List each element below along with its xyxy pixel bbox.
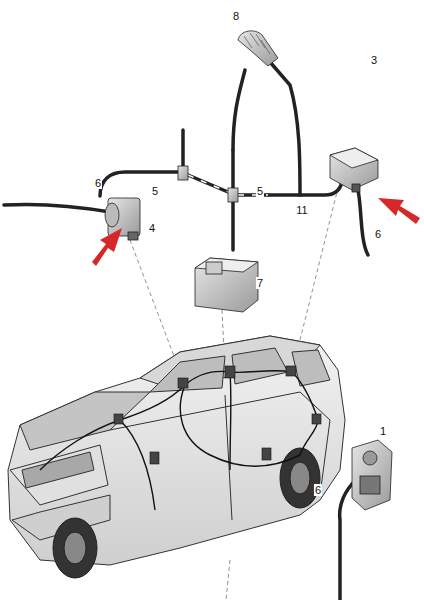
sensor-3	[330, 148, 378, 192]
callout-number: 6	[94, 177, 102, 189]
callout-number: 5	[151, 185, 159, 197]
valve-4	[105, 198, 140, 240]
grommet-8	[238, 31, 278, 66]
vacuum-hoses	[4, 62, 368, 600]
car-wheels	[53, 448, 320, 578]
callout-number: 7	[256, 277, 264, 289]
callout-number: 6	[374, 228, 382, 240]
callout-number: 8	[232, 10, 240, 22]
t-pieces	[178, 166, 238, 202]
callout-number: 1	[379, 425, 387, 437]
callout-number: 5	[256, 185, 264, 197]
red-arrows	[92, 198, 420, 266]
callout-number: 11	[295, 204, 308, 216]
callout-number: 4	[148, 222, 156, 234]
car-vacuum-lines	[40, 371, 318, 510]
callout-number: 6	[314, 484, 322, 496]
car-actuators	[114, 366, 321, 464]
pump-7	[195, 258, 258, 312]
callout-number: 3	[370, 54, 378, 66]
valve-1	[352, 440, 392, 510]
